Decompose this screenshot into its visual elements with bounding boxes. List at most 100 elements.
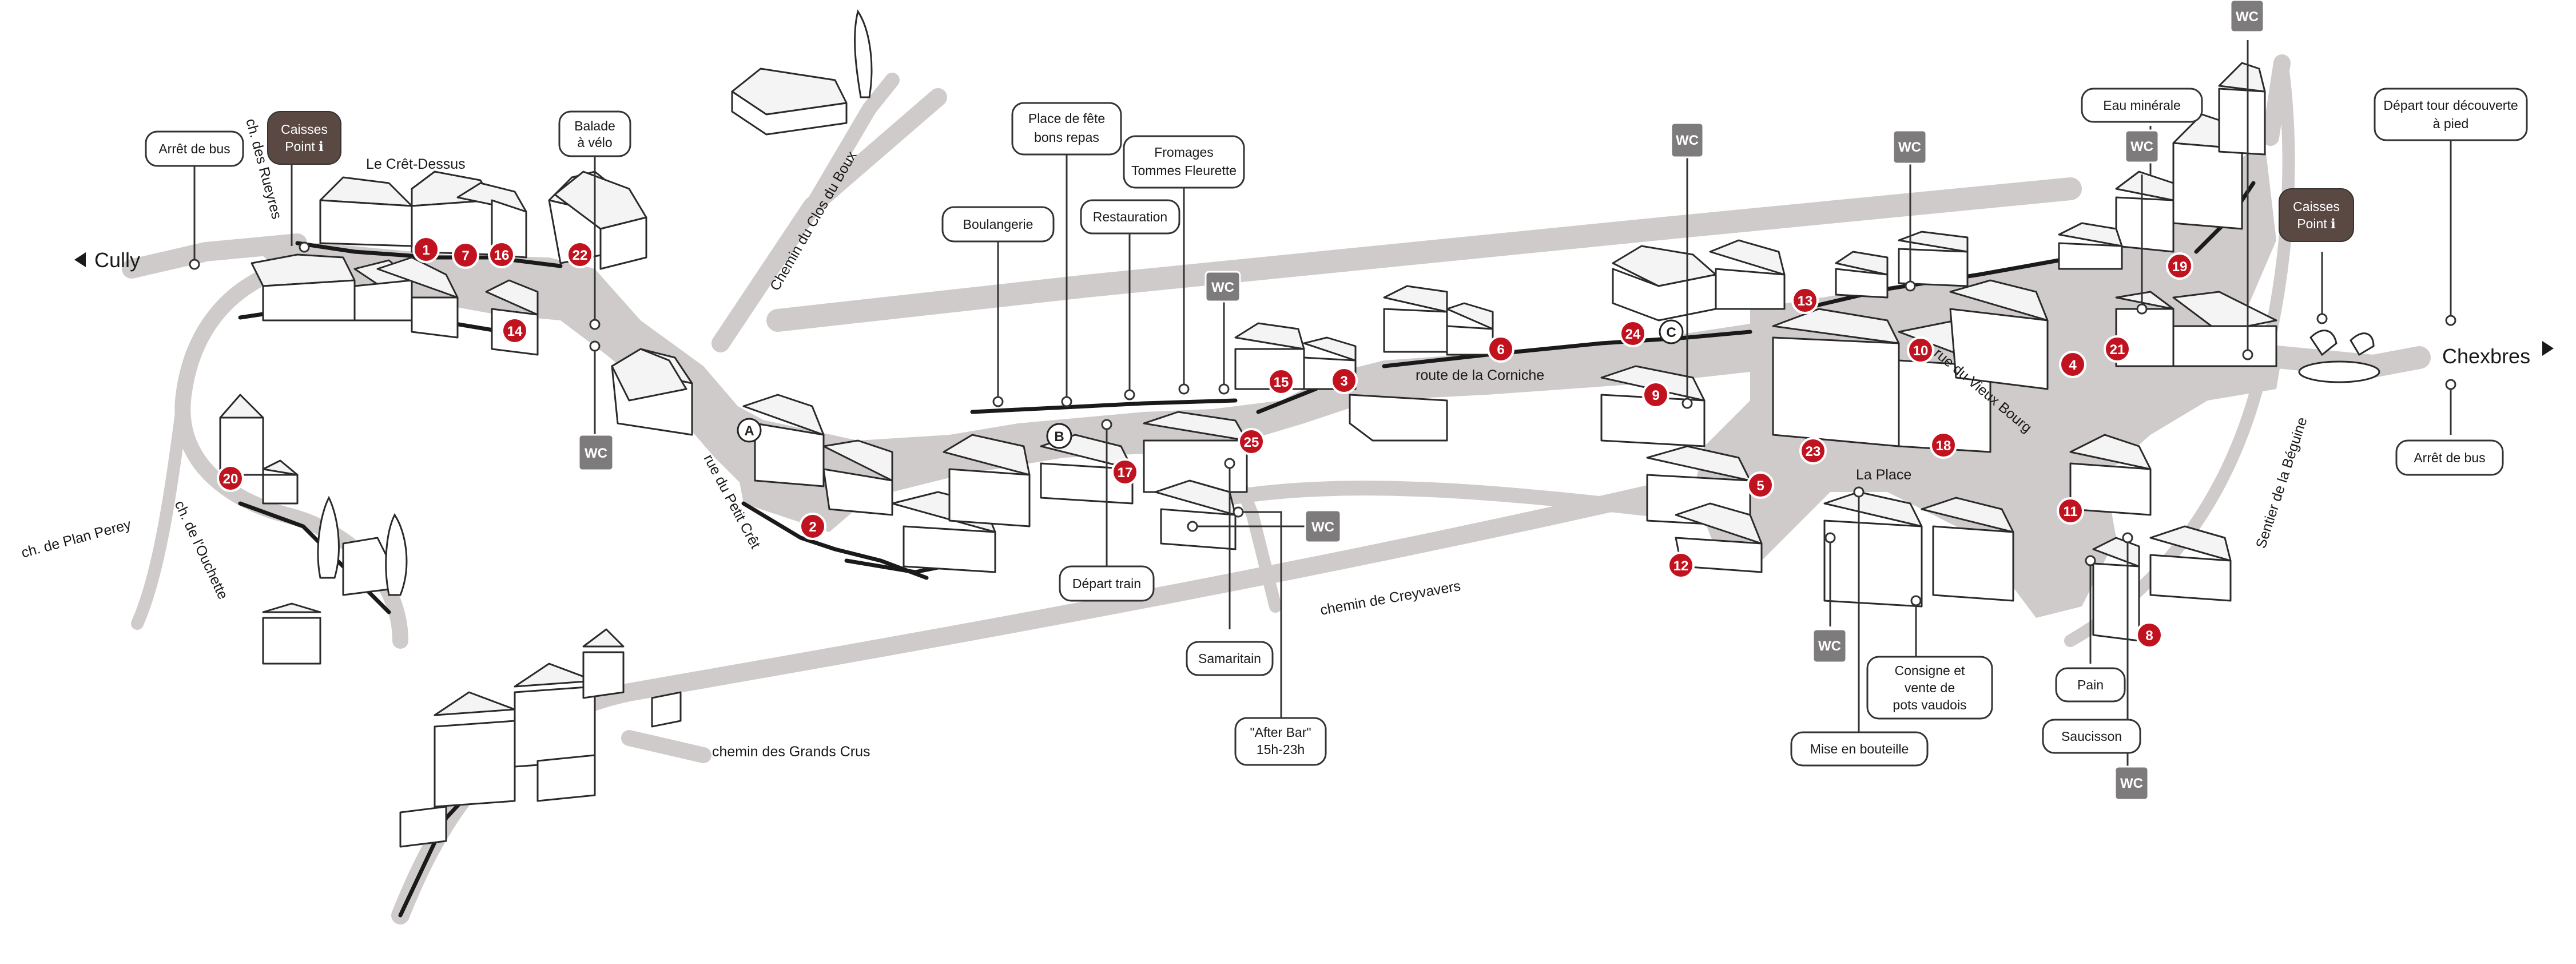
point-marker-16[interactable]: 16 (488, 241, 515, 268)
svg-text:16: 16 (494, 248, 510, 263)
destination-cully[interactable]: Cully (74, 248, 140, 272)
wc-badge-vieux-bourg[interactable]: WC (1892, 129, 1927, 165)
point-marker-7[interactable]: 7 (452, 241, 479, 269)
point-marker-17[interactable]: 17 (1111, 458, 1139, 486)
label-depart-train[interactable]: Départ train (1059, 565, 1155, 602)
info-labels: Arrêt de bus Caisses Point ℹ Balade à vé… (145, 88, 2528, 767)
point-marker-6[interactable]: 6 (1487, 335, 1514, 363)
svg-text:15h-23h: 15h-23h (1257, 742, 1305, 757)
svg-text:Fromages: Fromages (1154, 145, 1214, 160)
label-depart-tour[interactable]: Départ tour découverte à pied (2374, 88, 2528, 141)
point-marker-5[interactable]: 5 (1747, 471, 1774, 499)
wc-badge-balade[interactable]: WC (578, 434, 614, 471)
svg-text:WC: WC (1818, 638, 1841, 654)
label-arret-bus-left[interactable]: Arrêt de bus (145, 130, 244, 167)
wc-badge-top[interactable]: WC (2229, 0, 2265, 33)
point-marker-3[interactable]: 3 (1330, 367, 1358, 394)
svg-text:19: 19 (2172, 259, 2188, 275)
point-marker-12[interactable]: 12 (1667, 552, 1695, 579)
point-marker-19[interactable]: 19 (2166, 252, 2193, 280)
point-marker-24[interactable]: 24 (1619, 320, 1647, 347)
svg-text:à pied: à pied (2433, 116, 2469, 131)
point-marker-18[interactable]: 18 (1930, 431, 1957, 459)
label-caisses-left[interactable]: Caisses Point ℹ (267, 111, 341, 165)
point-marker-13[interactable]: 13 (1791, 287, 1819, 314)
wc-badge-la-place[interactable]: WC (1812, 628, 1847, 664)
wc-badge-samaritain[interactable]: WC (1304, 509, 1342, 544)
label-after-bar[interactable]: "After Bar" 15h-23h (1234, 717, 1327, 766)
point-marker-8[interactable]: 8 (2136, 621, 2163, 649)
svg-text:Place de fête: Place de fête (1028, 111, 1105, 126)
svg-text:à vélo: à vélo (577, 135, 612, 150)
label-arret-bus-right[interactable]: Arrêt de bus (2395, 439, 2504, 476)
svg-text:13: 13 (1798, 293, 1813, 309)
svg-text:2: 2 (809, 519, 816, 535)
label-mise-en-bouteille[interactable]: Mise en bouteille (1790, 731, 1929, 767)
svg-text:8: 8 (2145, 628, 2153, 644)
svg-text:11: 11 (2063, 504, 2077, 519)
svg-text:12: 12 (1673, 558, 1689, 574)
svg-text:21: 21 (2110, 342, 2125, 358)
label-saucisson[interactable]: Saucisson (2042, 719, 2141, 754)
point-marker-11[interactable]: 11 (2057, 497, 2084, 525)
point-marker-15[interactable]: 15 (1267, 368, 1295, 395)
svg-text:Mise en bouteille: Mise en bouteille (1810, 741, 1909, 756)
label-eau-minerale[interactable]: Eau minérale (2081, 88, 2203, 123)
leader-dots (189, 241, 2456, 606)
destination-chexbres[interactable]: Chexbres (2442, 341, 2554, 368)
wc-badge-market[interactable]: WC (1204, 271, 1241, 303)
point-marker-2[interactable]: 2 (799, 513, 826, 540)
building-east-block (1612, 231, 2049, 453)
svg-text:WC: WC (1898, 140, 1921, 155)
svg-text:25: 25 (1244, 435, 1259, 450)
label-samaritain[interactable]: Samaritain (1186, 641, 1274, 676)
svg-text:1: 1 (422, 243, 430, 258)
label-fromages[interactable]: Fromages Tommes Fleurette (1123, 135, 1245, 189)
buildings (219, 9, 2380, 848)
building-clos-du-boux (731, 9, 873, 136)
label-place-de-fete[interactable]: Place de fête bons repas (1011, 102, 1122, 156)
letter-marker-a[interactable]: A (737, 418, 762, 443)
svg-text:24: 24 (1625, 327, 1641, 342)
point-marker-20[interactable]: 20 (217, 465, 244, 492)
point-marker-25[interactable]: 25 (1238, 428, 1265, 455)
point-marker-4[interactable]: 4 (2059, 351, 2086, 378)
svg-text:6: 6 (1497, 342, 1504, 358)
svg-text:5: 5 (1756, 478, 1764, 494)
letter-marker-c[interactable]: C (1659, 319, 1684, 344)
label-caisses-right[interactable]: Caisses Point ℹ (2279, 188, 2354, 242)
label-consigne[interactable]: Consigne et vente de pots vaudois (1866, 656, 1993, 720)
svg-text:vente de: vente de (1905, 680, 1955, 695)
svg-text:3: 3 (1340, 374, 1347, 389)
label-pain[interactable]: Pain (2055, 667, 2126, 703)
svg-text:Caisses: Caisses (2293, 199, 2340, 214)
point-marker-22[interactable]: 22 (566, 241, 594, 268)
letter-marker-b[interactable]: B (1046, 423, 1072, 449)
wc-badge-eau-minerale[interactable]: WC (2124, 129, 2160, 164)
svg-text:Pain: Pain (2077, 677, 2104, 692)
building-balade (554, 170, 647, 270)
building-grands-crus (399, 628, 682, 848)
numbered-markers: 1 2 3 4 5 6 7 8 9 10 11 12 13 14 15 16 1… (217, 236, 2193, 649)
svg-text:Eau minérale: Eau minérale (2103, 98, 2181, 113)
building-north-east (2058, 62, 2266, 270)
point-marker-1[interactable]: 1 (412, 236, 440, 263)
label-boulangerie[interactable]: Boulangerie (941, 206, 1055, 243)
point-marker-9[interactable]: 9 (1642, 381, 1669, 408)
svg-text:Arrêt de bus: Arrêt de bus (158, 141, 230, 156)
label-restauration[interactable]: Restauration (1080, 199, 1180, 235)
point-marker-10[interactable]: 10 (1907, 336, 1934, 364)
point-marker-23[interactable]: 23 (1799, 437, 1827, 465)
label-balade-velo[interactable]: Balade à vélo (558, 110, 631, 157)
svg-text:15: 15 (1274, 375, 1289, 390)
svg-text:Arrêt de bus: Arrêt de bus (2414, 450, 2485, 465)
wc-badge-saucisson[interactable]: WC (2114, 765, 2149, 801)
wc-badge-corniche[interactable]: WC (1670, 122, 1704, 158)
svg-text:"After Bar": "After Bar" (1250, 725, 1311, 740)
point-marker-14[interactable]: 14 (501, 317, 528, 344)
svg-text:20: 20 (223, 471, 238, 487)
street-creyvavers: chemin de Creyvavers (1319, 578, 1462, 618)
svg-text:9: 9 (1652, 388, 1659, 403)
point-marker-21[interactable]: 21 (2104, 335, 2131, 363)
